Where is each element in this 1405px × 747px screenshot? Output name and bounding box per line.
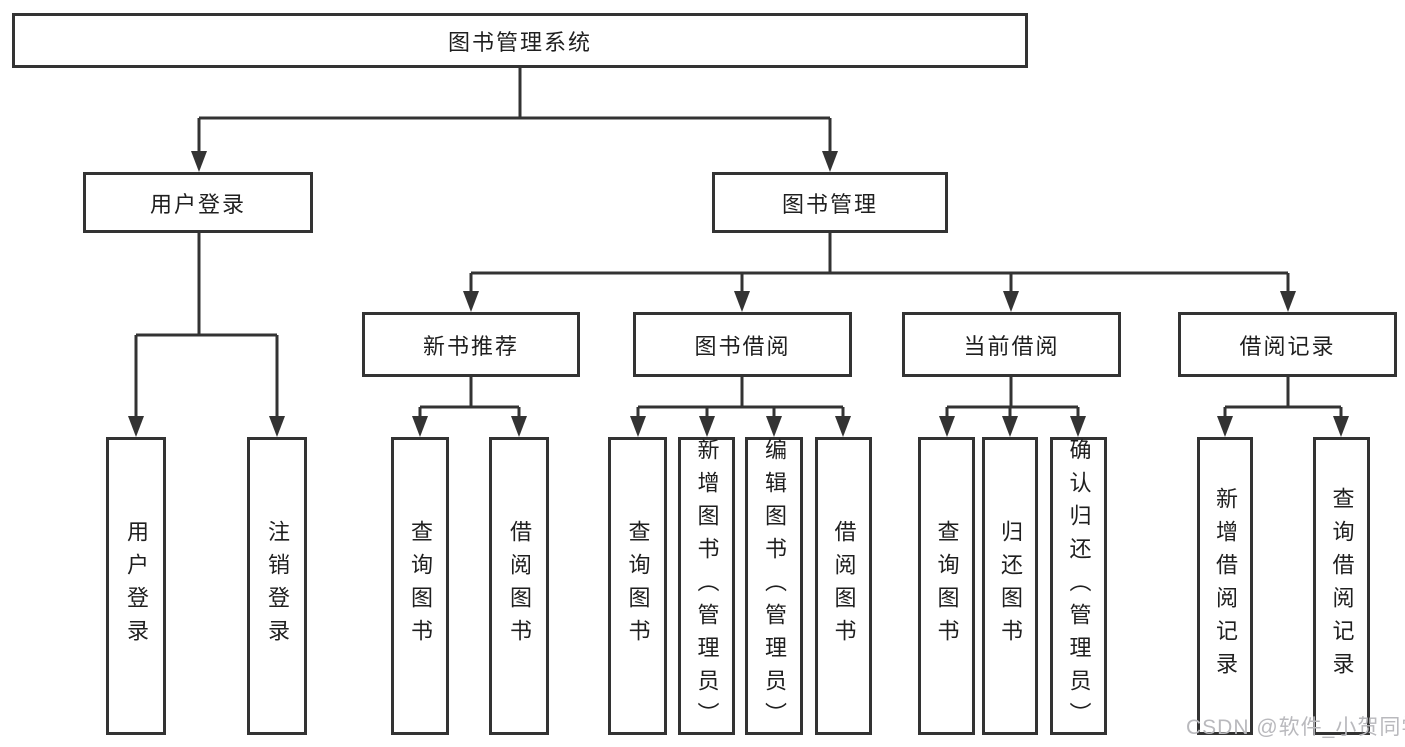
- leaf-query-books-borrow: 查询图书: [608, 437, 667, 735]
- arrowhead-icon: [1070, 416, 1086, 437]
- node-book-management: 图书管理: [712, 172, 948, 233]
- node-user-login: 用户登录: [83, 172, 313, 233]
- connector-paths: [134, 68, 1343, 419]
- node-label: 图书管理: [781, 191, 878, 217]
- csdn-watermark: CSDN @软件_小贺同学: [1186, 716, 1405, 739]
- node-label: 借阅图书: [507, 520, 532, 652]
- leaf-query-books-recommend: 查询图书: [391, 437, 449, 735]
- arrowhead-icon: [463, 291, 479, 312]
- node-label: 查询图书: [625, 520, 651, 652]
- leaf-edit-books-admin: 编辑图书（管理员）: [745, 437, 803, 735]
- node-label: 用户登录: [124, 520, 149, 652]
- leaf-add-borrow-record: 新增借阅记录: [1197, 437, 1253, 735]
- leaf-user-login: 用户登录: [106, 437, 166, 735]
- leaf-query-books-current: 查询图书: [918, 437, 975, 735]
- leaf-add-books-admin: 新增图书（管理员）: [678, 437, 735, 735]
- arrowhead-icon: [1280, 291, 1296, 312]
- node-label: 借阅记录: [1239, 333, 1336, 359]
- node-label: 图书管理系统: [447, 29, 592, 55]
- leaf-confirm-return-admin: 确认归还（管理员）: [1050, 437, 1107, 735]
- node-label: 查询图书: [408, 520, 433, 652]
- arrowhead-icon: [412, 416, 428, 437]
- node-label: 查询借阅记录: [1329, 487, 1355, 685]
- leaf-logout: 注销登录: [247, 437, 307, 735]
- arrowhead-icon: [734, 291, 750, 312]
- leaf-query-borrow-record: 查询借阅记录: [1313, 437, 1370, 735]
- arrowhead-icon: [699, 416, 715, 437]
- leaf-borrow-books: 借阅图书: [815, 437, 872, 735]
- arrowhead-icon: [269, 416, 285, 437]
- arrowhead-icon: [939, 416, 955, 437]
- node-label: 用户登录: [149, 191, 246, 217]
- node-book-borrow: 图书借阅: [633, 312, 852, 377]
- arrowhead-icon: [1002, 416, 1018, 437]
- arrowhead-icon: [191, 151, 207, 172]
- node-label: 新书推荐: [422, 333, 519, 359]
- arrowhead-icon: [128, 416, 144, 437]
- node-label: 查询图书: [934, 520, 960, 652]
- node-root-system: 图书管理系统: [12, 13, 1028, 68]
- node-label: 借阅图书: [831, 520, 857, 652]
- arrowhead-icon: [1217, 416, 1233, 437]
- node-new-book-recommend: 新书推荐: [362, 312, 580, 377]
- node-label: 当前借阅: [963, 333, 1060, 359]
- arrowhead-icon: [835, 416, 851, 437]
- arrowhead-icon: [822, 151, 838, 172]
- node-label: 新增借阅记录: [1213, 487, 1238, 685]
- arrowhead-icon: [630, 416, 646, 437]
- node-current-borrow: 当前借阅: [902, 312, 1121, 377]
- leaf-borrow-books-recommend: 借阅图书: [489, 437, 549, 735]
- node-label: 编辑图书（管理员）: [762, 437, 787, 735]
- arrowhead-icons: [128, 151, 1349, 437]
- leaf-return-books: 归还图书: [982, 437, 1038, 735]
- arrowhead-icon: [511, 416, 527, 437]
- node-label: 归还图书: [998, 520, 1023, 652]
- arrowhead-icon: [766, 416, 782, 437]
- node-label: 确认归还（管理员）: [1066, 437, 1092, 735]
- arrowhead-icon: [1333, 416, 1349, 437]
- node-label: 图书借阅: [694, 333, 791, 359]
- node-label: 新增图书（管理员）: [694, 437, 720, 735]
- node-label: 注销登录: [265, 520, 290, 652]
- arrowhead-icon: [1003, 291, 1019, 312]
- node-borrow-records: 借阅记录: [1178, 312, 1397, 377]
